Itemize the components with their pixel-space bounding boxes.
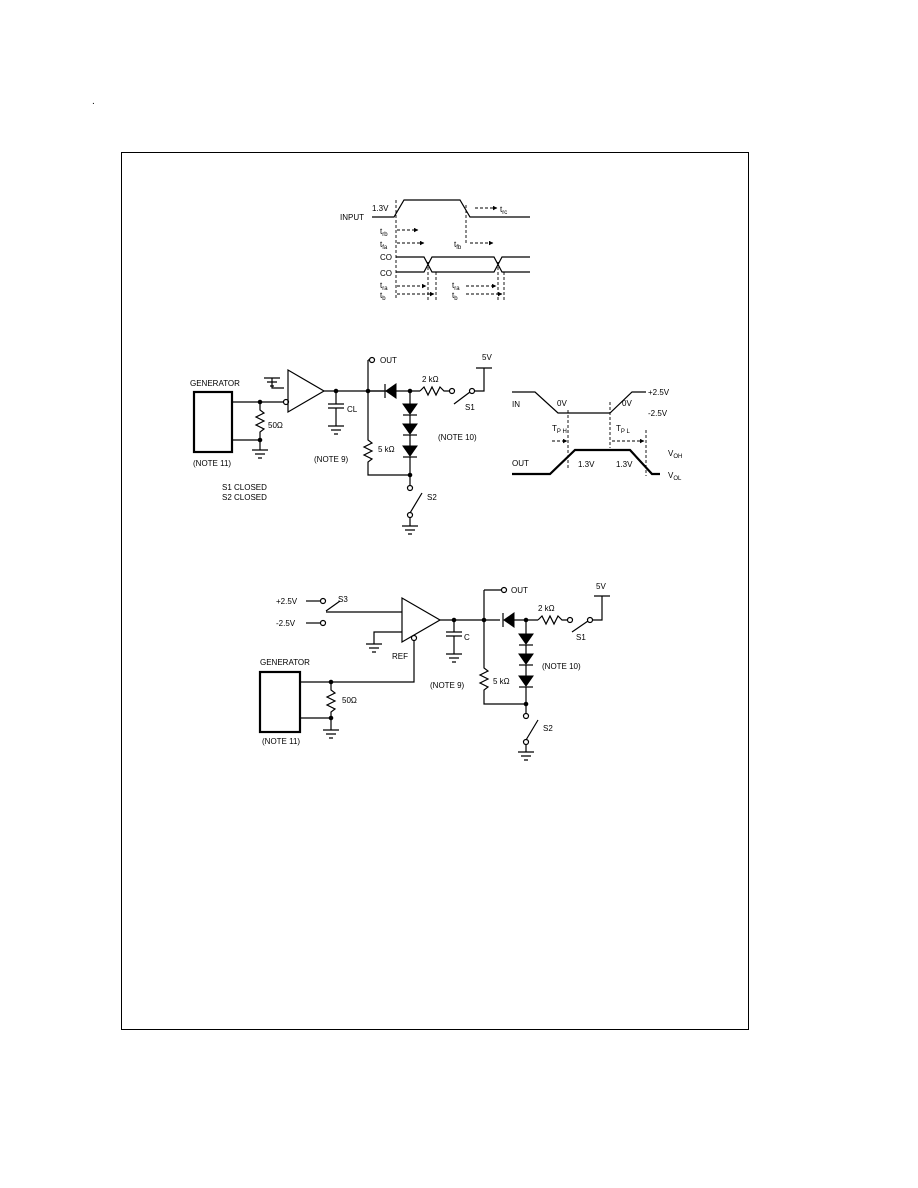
note11-label: (NOTE 11): [193, 459, 231, 468]
timing-diagram: INPUT 1.3V trc trb tfa tfb CO CO tra tb …: [340, 199, 530, 302]
v5-supply-2: [592, 595, 610, 621]
out-label-2: OUT: [512, 459, 529, 468]
co2-label: CO: [380, 269, 392, 278]
cl-label: CL: [347, 405, 358, 414]
ref-label: REF: [392, 652, 408, 661]
v5-supply: [474, 367, 492, 392]
ground-s2: [402, 518, 418, 535]
tfa-label: tfa: [380, 240, 388, 251]
enable-bubble: [282, 398, 290, 406]
r50-label: 50Ω: [268, 421, 283, 430]
diode-string-2: [402, 423, 418, 435]
in-waveform: [512, 391, 646, 414]
out-label-3: OUT: [511, 586, 528, 595]
v13-label: 1.3V: [372, 204, 389, 213]
s2-closed-label: S2 CLOSED: [222, 493, 267, 502]
tra2-label: tra: [452, 281, 460, 292]
tfb-label: tfb: [454, 240, 462, 251]
s2-switch: [409, 492, 423, 514]
vol-label: VOL: [668, 471, 682, 482]
tphl-label: TP L: [616, 424, 630, 435]
c-capacitor: [446, 620, 462, 663]
note10-label: (NOTE 10): [438, 433, 477, 442]
ground-buffer: [264, 377, 284, 389]
ground-amp: [366, 631, 402, 653]
v13b-label: 1.3V: [616, 460, 633, 469]
figure-frame: [121, 152, 749, 1030]
r50-label-2: 50Ω: [342, 696, 357, 705]
vm25-label: -2.5V: [648, 409, 668, 418]
s3-switch: [325, 600, 341, 612]
r5k-label-2: 5 kΩ: [493, 677, 510, 686]
input-label: INPUT: [340, 213, 364, 222]
r50-resistor-2: [325, 682, 337, 718]
in-label: IN: [512, 400, 520, 409]
trc-label: trc: [500, 205, 507, 216]
tb-label: tb: [380, 291, 386, 302]
ground-gen: [252, 440, 268, 459]
vp25-supply-label: +2.5V: [276, 597, 298, 606]
r50-resistor: [254, 402, 266, 440]
generator-box-2: [258, 670, 302, 734]
r5k-resistor-2: [478, 620, 526, 705]
ref-bubble: [410, 634, 418, 642]
s3-label: S3: [338, 595, 348, 604]
out-label: OUT: [380, 356, 397, 365]
diode-string-1: [402, 403, 418, 415]
s1-switch: [453, 391, 471, 405]
s2-label: S2: [427, 493, 437, 502]
test-circuit-1: GENERATOR (NOTE 11) 50Ω CL (NOTE 9) OUT …: [190, 353, 492, 535]
generator-label-2: GENERATOR: [260, 658, 310, 667]
voh-label: VOH: [668, 449, 682, 460]
ground-s2-2: [518, 745, 534, 761]
s1-closed-label: S1 CLOSED: [222, 483, 267, 492]
v0-label-1: 0V: [557, 399, 567, 408]
amplifier: [401, 596, 442, 644]
co-waveform: [396, 256, 530, 273]
generator-box: [192, 390, 234, 454]
vp25-label: +2.5V: [648, 388, 670, 397]
s2-label-2: S2: [543, 724, 553, 733]
vm25-supply-label: -2.5V: [276, 619, 296, 628]
r2k-label-2: 2 kΩ: [538, 604, 555, 613]
tra-label: tra: [380, 281, 388, 292]
co1-label: CO: [380, 253, 392, 262]
s1-label-2: S1: [576, 633, 586, 642]
r5k-label: 5 kΩ: [378, 445, 395, 454]
propagation-waveform: IN 0V 0V +2.5V -2.5V TP H TP L OUT 1.3V …: [512, 388, 682, 482]
input-waveform: [372, 199, 530, 218]
s1-switch-2: [571, 620, 589, 633]
note11-label-2: (NOTE 11): [262, 737, 300, 746]
test-circuit-2: +2.5V -2.5V S3 REF GENERATOR (NOTE 11) 5…: [258, 582, 610, 761]
ground-gen-2: [323, 718, 339, 739]
diode-string-3: [402, 445, 418, 457]
v0-label-2: 0V: [622, 399, 632, 408]
buffer-amplifier: [287, 368, 326, 414]
s2-switch-2: [525, 719, 539, 741]
diode-series-2: [503, 612, 515, 628]
diode-series: [385, 383, 397, 399]
c-label: C: [464, 633, 470, 642]
trb-label: trb: [380, 227, 388, 238]
v5-label: 5V: [482, 353, 492, 362]
s1-label: S1: [465, 403, 475, 412]
v5-label-2: 5V: [596, 582, 606, 591]
note10-label-2: (NOTE 10): [542, 662, 581, 671]
page-mark: .: [92, 96, 95, 107]
generator-label: GENERATOR: [190, 379, 240, 388]
note9-label-2: (NOTE 9): [430, 681, 465, 690]
tplh-label: TP H: [552, 424, 567, 435]
out-waveform: [512, 448, 660, 476]
v13a-label: 1.3V: [578, 460, 595, 469]
r2k-resistor-2: [537, 614, 568, 626]
note9-label: (NOTE 9): [314, 455, 349, 464]
r2k-label: 2 kΩ: [422, 375, 439, 384]
cl-capacitor: [328, 391, 344, 435]
r2k-resistor: [419, 385, 450, 397]
r5k-resistor: [362, 391, 410, 476]
tb2-label: tb: [452, 291, 458, 302]
co-bar-waveform: [396, 256, 530, 273]
